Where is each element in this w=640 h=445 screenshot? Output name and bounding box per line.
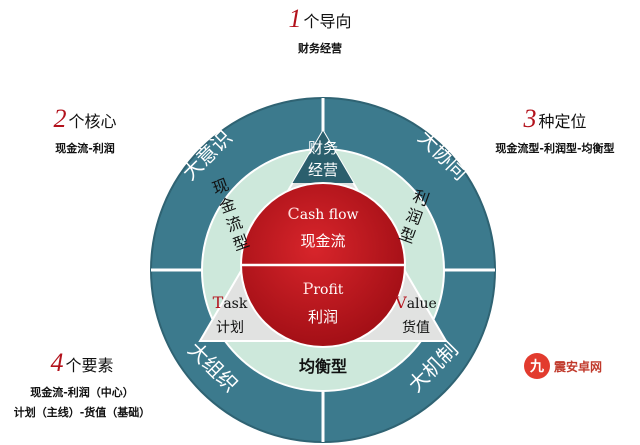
callout-number: 1 [288,4,302,33]
callout-detail-2: 计划（主线）-货值（基础） [13,406,151,419]
word-rest: ask [223,296,248,312]
core-profit-cn: 利润 [308,308,338,326]
accent-letter: V [394,293,407,312]
core-profit-en: Profit [303,279,344,298]
middle-label-char: 利 [410,186,432,209]
callout-title: 种定位 [538,112,587,131]
middle-label-char: 型 [230,231,252,254]
watermark-text: 震安卓网 [554,359,603,374]
middle-label-char: 现 [210,175,232,198]
core-cashflow-en: Cash flow [288,204,359,223]
word-rest: ash flow [300,207,359,223]
callout-title: 个要素 [65,356,114,375]
accent-letter: C [288,204,300,223]
callout-number: 3 [523,104,537,133]
callout-title: 个核心 [68,112,117,131]
middle-label-profit-type: 利 润 型 [397,186,432,247]
word-rest: alue [407,296,437,312]
triangle-task-en: Task [213,293,248,312]
core-cashflow-cn: 现金流 [300,232,345,250]
middle-label-balanced: 均衡型 [299,357,347,376]
middle-label-char: 润 [403,205,425,228]
middle-label-cash-type: 现 金 流 型 [210,175,252,255]
callout-detail: 现金流型-利润型-均衡型 [495,142,615,155]
accent-letter: T [213,293,224,312]
triangle-value-cn: 货值 [402,319,430,336]
word-rest: rofit [313,282,343,298]
watermark: 九 震安卓网 [524,344,632,388]
triangle-top-line-2: 经营 [308,161,338,179]
callout-detail: 财务经营 [298,42,342,55]
triangle-value-en: Value [394,293,437,312]
middle-label-char: 金 [217,194,239,217]
callout-detail: 现金流-利润 [55,142,115,155]
accent-letter: P [303,279,314,298]
watermark-logo-icon: 九 [524,353,550,379]
callout-detail-1: 现金流-利润（中心） [30,386,134,399]
callout-title: 个导向 [303,12,352,31]
middle-label-char: 型 [397,224,419,247]
callout-number: 4 [50,348,64,377]
triangle-task-cn: 计划 [216,320,244,336]
triangle-top-line-1: 财务 [308,139,338,157]
callout-number: 2 [53,104,67,133]
middle-label-char: 流 [223,212,245,235]
